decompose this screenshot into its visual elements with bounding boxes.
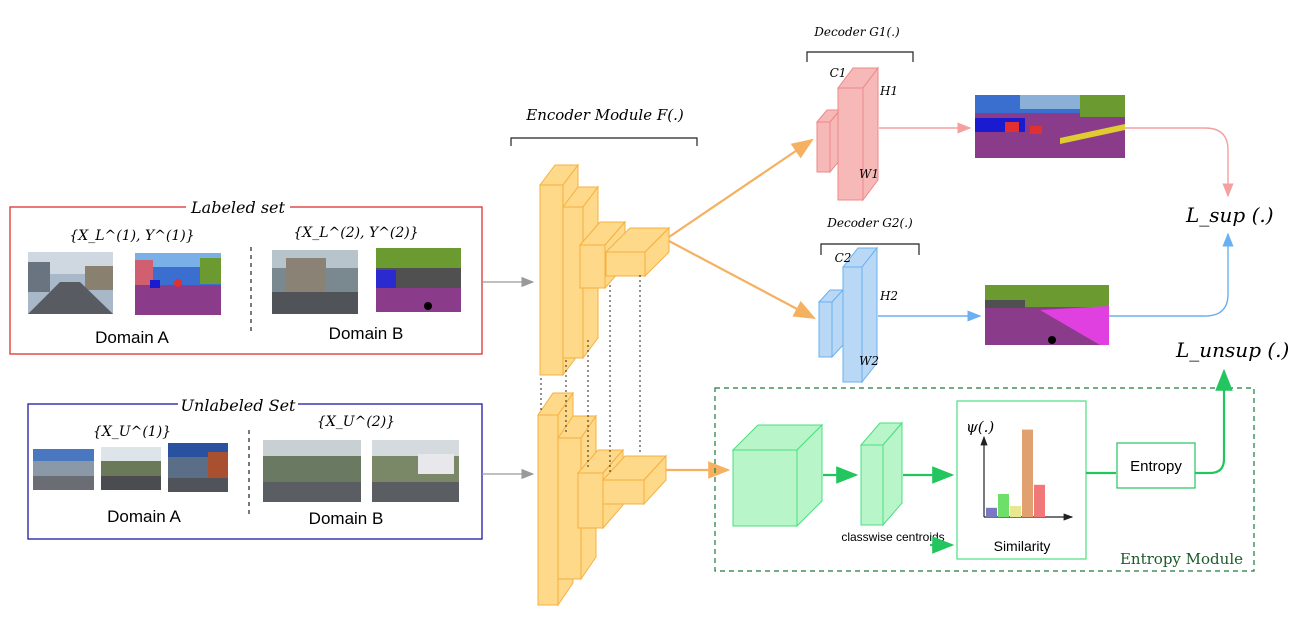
output2-to-loss-arrow	[1109, 232, 1234, 317]
segmentation-output-2	[985, 285, 1109, 345]
encoder-to-decoder2-arrow	[668, 240, 816, 320]
decoder2-block	[817, 246, 879, 384]
encoder-lower	[537, 391, 668, 607]
entropy-label: Entropy	[1130, 458, 1182, 475]
unlabeled-photo-b2	[372, 440, 459, 502]
feature-cube	[731, 423, 824, 528]
unlabeled-set1-label: {X_U^(1)}	[93, 424, 171, 440]
unlabeled-photo-a2	[101, 447, 161, 490]
unlabeled-photo-a1	[33, 449, 94, 490]
unsupervised-loss-label: L_unsup (.)	[1175, 338, 1289, 362]
decoder1-title: Decoder G1(.)	[813, 25, 900, 39]
labeled-domain-b: Domain B	[329, 324, 404, 343]
decoder1-h-label: H1	[879, 84, 898, 98]
street-photo-b	[272, 250, 358, 314]
segmentation-map-b	[376, 248, 461, 312]
unlabeled-photo-a3	[168, 443, 228, 492]
unlabeled-photo-b1	[263, 440, 361, 502]
entropy-module-title: Entropy Module	[1120, 550, 1243, 568]
similarity-label: Similarity	[994, 538, 1051, 554]
decoder2-w-label: W2	[859, 354, 879, 368]
encoder-brace	[510, 137, 698, 146]
labeled-set-title: Labeled set	[190, 198, 285, 217]
unlabeled-set2-label: {X_U^(2)}	[317, 414, 395, 430]
similarity-bar-2	[998, 494, 1009, 517]
labeled-set1-label: {X_L^(1), Y^(1)}	[69, 228, 194, 244]
unlabeled-domain-a: Domain A	[107, 507, 181, 526]
centroids-label: classwise centroids	[841, 530, 944, 544]
encoder-upper	[539, 163, 671, 377]
psi-label: ψ(.)	[966, 418, 994, 436]
decoder1-c-label: C1	[830, 66, 847, 80]
segmentation-output-1	[975, 95, 1125, 158]
labeled-domain-a: Domain A	[95, 328, 169, 347]
similarity-bar-1	[986, 507, 997, 517]
similarity-bar-5	[1034, 484, 1045, 517]
similarity-bars	[986, 429, 1045, 517]
encoder-title: Encoder Module F(.)	[525, 106, 684, 124]
similarity-bar-4	[1022, 429, 1033, 517]
decoder1-block	[815, 66, 879, 202]
encoder-to-decoder1-arrow	[668, 138, 814, 238]
similarity-box: ψ(.) Similarity	[956, 400, 1087, 560]
entropy-module-box	[714, 387, 1255, 572]
decoder1-brace	[806, 51, 914, 62]
segmentation-map-a	[135, 253, 221, 315]
supervised-loss-label: L_sup (.)	[1185, 203, 1274, 227]
unlabeled-domain-b: Domain B	[309, 509, 384, 528]
labeled-set2-label: {X_L^(2), Y^(2)}	[293, 225, 418, 241]
decoder2-brace	[820, 243, 920, 255]
decoder1-w-label: W1	[859, 167, 879, 181]
decoder2-title: Decoder G2(.)	[826, 216, 913, 230]
street-photo-a	[28, 252, 113, 314]
encoder-shared-links	[540, 275, 641, 475]
similarity-bar-3	[1010, 505, 1021, 517]
entropy-to-loss-arrow	[1195, 368, 1233, 475]
decoder2-h-label: H2	[879, 289, 898, 303]
unlabeled-set-title: Unlabeled Set	[181, 396, 297, 415]
decoder2-c-label: C2	[835, 251, 852, 265]
entropy-box: Entropy	[1116, 442, 1196, 489]
output1-to-loss-arrow	[1125, 127, 1234, 198]
unlabeled-set-box: Unlabeled Set {X_U^(1)} {X_U^(2)}	[27, 394, 483, 540]
labeled-set-box: Labeled set {X_L^(1), Y^(1)} {X_L^(2), Y…	[9, 197, 483, 355]
centroids-block	[859, 421, 904, 527]
